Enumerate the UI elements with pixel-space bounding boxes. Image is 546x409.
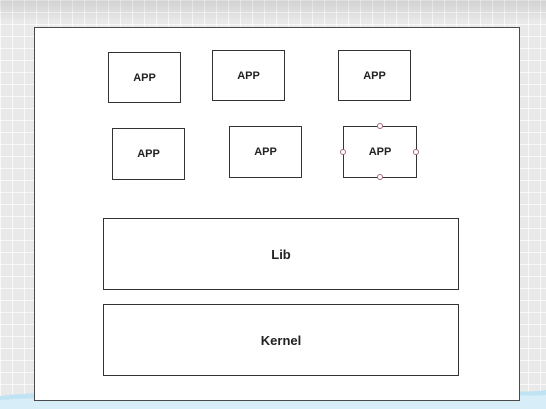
app-box-selected[interactable]: APP <box>343 126 417 178</box>
kernel-layer-box[interactable]: Kernel <box>103 304 459 376</box>
app-box[interactable]: APP <box>338 50 411 101</box>
selection-handle-top[interactable] <box>377 123 383 129</box>
selection-handle-left[interactable] <box>340 149 346 155</box>
app-box[interactable]: APP <box>112 128 185 180</box>
app-box[interactable]: APP <box>229 126 302 178</box>
app-box[interactable]: APP <box>212 50 285 101</box>
selection-handle-right[interactable] <box>413 149 419 155</box>
lib-layer-box[interactable]: Lib <box>103 218 459 290</box>
app-box[interactable]: APP <box>108 52 181 103</box>
background-shade <box>0 0 546 22</box>
selection-handle-bottom[interactable] <box>377 174 383 180</box>
